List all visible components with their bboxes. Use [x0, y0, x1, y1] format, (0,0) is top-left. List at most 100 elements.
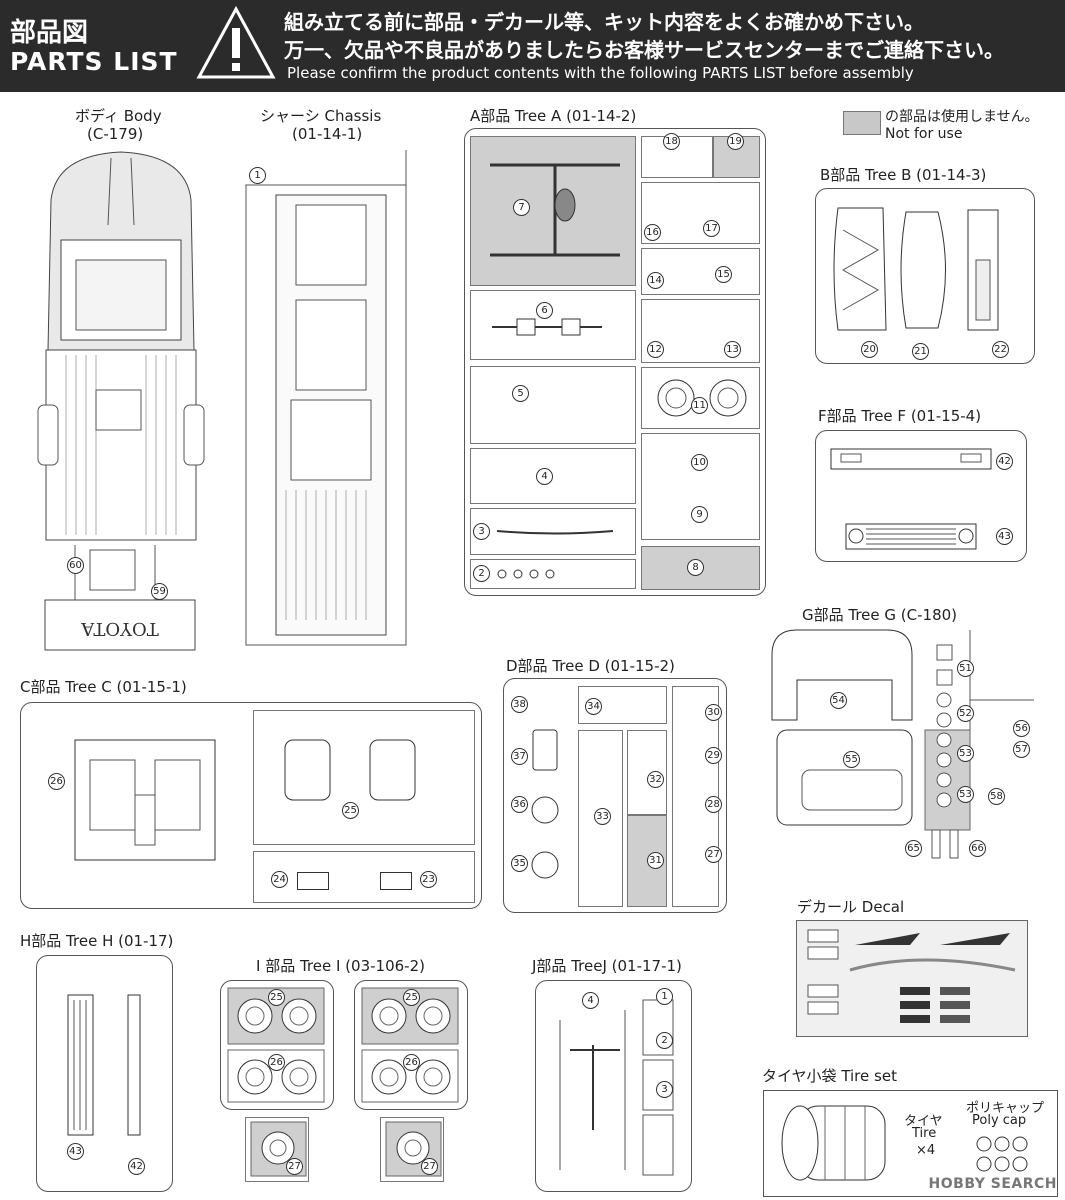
tree-a-cell	[470, 448, 636, 504]
tree-f-parts	[830, 448, 992, 550]
part-number: 3	[473, 523, 490, 540]
part-number: 51	[957, 660, 974, 677]
part-number: 13	[724, 341, 741, 358]
tailgate-drawing: TOYOTA	[44, 545, 196, 651]
part-number: 25	[268, 989, 285, 1006]
tree-a-small-parts	[497, 569, 555, 579]
part-number: 59	[151, 583, 168, 600]
tree-d-steering-parts	[531, 729, 559, 879]
tree-i-wheels	[227, 987, 459, 1177]
part-number: 10	[691, 454, 708, 471]
part-number: 60	[67, 557, 84, 574]
part-number: 25	[403, 989, 420, 1006]
tree-c-seat-parts	[284, 739, 416, 801]
part-number: 15	[715, 266, 732, 283]
part-number: 27	[705, 846, 722, 863]
part-number: 9	[691, 506, 708, 523]
part-number: 65	[905, 840, 922, 857]
part-number: 31	[647, 852, 664, 869]
part-number: 55	[843, 751, 860, 768]
part-number: 24	[271, 871, 288, 888]
part-number: 27	[421, 1158, 438, 1175]
part-number: 4	[536, 468, 553, 485]
part-number: 38	[511, 696, 528, 713]
part-number: 25	[342, 802, 359, 819]
tree-g-title: G部品 Tree G (C-180)	[802, 606, 958, 624]
part-number: 21	[912, 343, 929, 360]
chassis-drawing	[245, 150, 407, 646]
decal-title: デカール Decal	[797, 898, 905, 916]
part-number: 12	[647, 341, 664, 358]
part-number: 26	[403, 1054, 420, 1071]
tree-a-cell	[470, 290, 636, 360]
tree-d-title: D部品 Tree D (01-15-2)	[506, 657, 675, 675]
body-code: (C-179)	[87, 125, 144, 143]
part-number: 4	[582, 992, 599, 1009]
part-number: 2	[473, 565, 490, 582]
tree-f-title: F部品 Tree F (01-15-4)	[818, 407, 982, 425]
part-number: 33	[594, 808, 611, 825]
part-number: 20	[861, 341, 878, 358]
part-number: 54	[830, 692, 847, 709]
part-number: 52	[957, 705, 974, 722]
tree-a-rod-part	[496, 530, 614, 535]
tree-c-title: C部品 Tree C (01-15-1)	[20, 678, 187, 696]
part-number: 6	[536, 302, 553, 319]
body-drawing	[37, 151, 205, 541]
tree-a-wheel-part	[657, 379, 747, 417]
legend-text-jp: の部品は使用しません。	[885, 109, 1039, 125]
part-number: 53	[957, 745, 974, 762]
part-number: 2	[656, 1032, 673, 1049]
tree-a-cell	[470, 366, 636, 444]
tree-a-axle-part	[492, 318, 602, 336]
part-number: 19	[727, 133, 744, 150]
part-number: 22	[992, 341, 1009, 358]
part-number: 56	[1013, 720, 1030, 737]
part-number: 30	[705, 704, 722, 721]
part-number: 27	[286, 1158, 303, 1175]
tree-a-title: A部品 Tree A (01-14-2)	[470, 107, 637, 125]
part-number: 32	[647, 771, 664, 788]
polycap-drawing	[976, 1136, 1028, 1172]
tree-h-title: H部品 Tree H (01-17)	[20, 932, 174, 950]
watermark: HOBBY SEARCH	[928, 1176, 1057, 1192]
part-number: 18	[663, 133, 680, 150]
legend-swatch	[843, 111, 881, 135]
tire-label-en: Tire	[912, 1126, 937, 1141]
tree-g-parts	[771, 629, 1034, 859]
part-number: 53	[957, 786, 974, 803]
part-number: 42	[128, 1158, 145, 1175]
part-number: 43	[67, 1143, 84, 1160]
polycap-label-jp: ポリキャップ	[966, 1101, 1045, 1116]
tree-j-title: J部品 TreeJ (01-17-1)	[532, 957, 682, 975]
chassis-title: シャーシ Chassis	[260, 107, 382, 125]
part-number: 3	[656, 1081, 673, 1098]
part-number: 14	[647, 272, 664, 289]
notice-line-1: 組み立てる前に部品・デカール等、キット内容をよくお確かめ下さい。	[284, 10, 924, 34]
tree-a-cell	[641, 248, 760, 295]
part-number: 17	[703, 220, 720, 237]
tree-c-small-part	[297, 872, 329, 890]
part-number: 1	[656, 988, 673, 1005]
tree-c-small-part	[380, 872, 412, 890]
tree-i-title: I 部品 Tree I (03-106-2)	[256, 957, 425, 975]
part-number: 7	[513, 199, 530, 216]
part-number: 8	[687, 559, 704, 576]
body-title: ボディ Body	[75, 107, 162, 125]
tire-qty: ×4	[916, 1143, 936, 1158]
part-number: 28	[705, 796, 722, 813]
part-number: 42	[996, 453, 1013, 470]
part-number: 57	[1013, 741, 1030, 758]
part-number: 58	[988, 788, 1005, 805]
chassis-code: (01-14-1)	[292, 125, 363, 143]
header-banner: 部品図 PARTS LIST 組み立てる前に部品・デカール等、キット内容をよくお…	[0, 0, 1065, 92]
page-title-en: PARTS LIST	[10, 47, 178, 76]
tree-b-parts	[833, 207, 999, 331]
tree-a-cell	[470, 136, 636, 286]
tree-b-title: B部品 Tree B (01-14-3)	[820, 166, 987, 184]
part-number: 66	[969, 840, 986, 857]
legend-text-en: Not for use	[885, 126, 963, 142]
tree-c-interior-part	[74, 739, 216, 861]
part-number: 5	[512, 385, 529, 402]
tree-a-cell	[713, 136, 760, 178]
